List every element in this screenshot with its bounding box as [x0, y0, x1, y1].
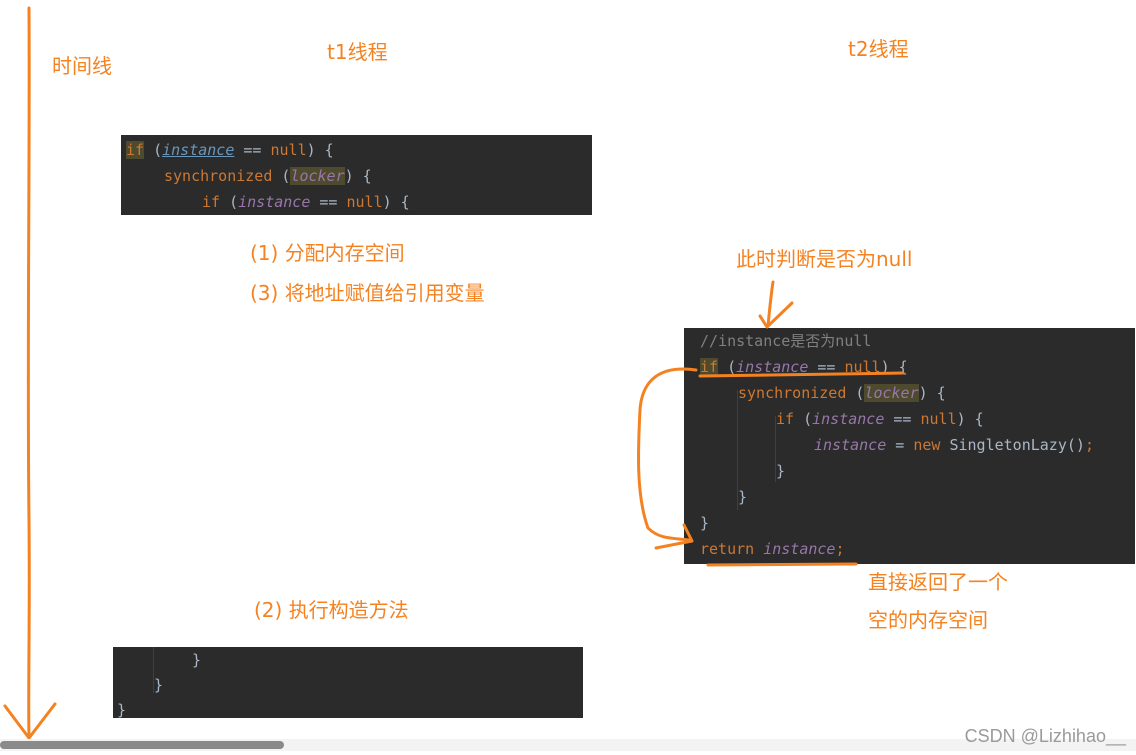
timeline-arrow	[26, 6, 31, 740]
judge-label: 此时判断是否为null	[736, 247, 913, 271]
instance-assign-target: instance	[814, 436, 887, 454]
paren: (	[229, 193, 239, 211]
instance-field-inner: instance	[812, 410, 885, 428]
class-name: SingletonLazy	[949, 436, 1067, 454]
if-keyword-inner: if	[202, 193, 221, 211]
judge-arrow	[766, 280, 775, 328]
close-brace: ) {	[880, 358, 908, 376]
instance-field: instance	[162, 141, 235, 159]
null-keyword: null	[844, 358, 881, 376]
null-keyword-inner: null	[920, 410, 957, 428]
instance-field: instance	[736, 358, 809, 376]
t1-code-block-top: if (instance == null) { synchronized (lo…	[121, 135, 592, 215]
null-keyword-inner: null	[346, 193, 383, 211]
closing-brace-sync: }	[154, 676, 164, 694]
eq-op: ==	[234, 141, 271, 159]
locker-field: locker	[290, 167, 345, 185]
eq-op: ==	[310, 193, 347, 211]
step2-label: (2) 执行构造方法	[254, 598, 409, 622]
synchronized-keyword: synchronized	[164, 167, 273, 185]
comment-line: //instance是否为null	[700, 332, 872, 350]
close-brace: ) {	[306, 141, 334, 159]
paren: (	[855, 384, 865, 402]
step3-label: (3) 将地址赋值给引用变量	[250, 281, 485, 305]
closing-brace-sync: }	[738, 488, 748, 506]
return-bracket	[636, 367, 698, 542]
new-keyword: new	[913, 436, 941, 454]
paren: (	[727, 358, 737, 376]
horizontal-scrollbar-thumb[interactable]	[0, 741, 284, 749]
closing-brace-if: }	[117, 701, 127, 718]
closing-brace-if: }	[700, 514, 710, 532]
semicolon: ;	[835, 540, 845, 558]
if-keyword: if	[700, 358, 719, 376]
t2-code-block: //instance是否为null if (instance == null) …	[684, 328, 1135, 564]
step1-label: (1) 分配内存空间	[250, 241, 405, 265]
t1-thread-label: t1线程	[327, 40, 388, 64]
watermark: CSDN @Lizhihao__	[964, 726, 1126, 746]
return-bracket-arrowhead	[654, 523, 694, 550]
call-parens: ()	[1066, 436, 1085, 454]
return-keyword: return	[700, 540, 755, 558]
horizontal-scroll-track[interactable]	[0, 739, 1136, 751]
eq-op: ==	[808, 358, 845, 376]
closing-brace-inner: }	[776, 462, 786, 480]
t2-thread-label: t2线程	[848, 37, 909, 61]
paren: (	[281, 167, 291, 185]
close-brace: ) {	[344, 167, 372, 185]
close-brace: ) {	[382, 193, 410, 211]
if-keyword: if	[126, 141, 145, 159]
t1-code-block-bottom: } } }	[113, 647, 583, 718]
return-label-line1: 直接返回了一个	[868, 570, 1008, 594]
paren: (	[803, 410, 813, 428]
if-keyword-inner: if	[776, 410, 795, 428]
timeline-label: 时间线	[52, 54, 112, 78]
synchronized-keyword: synchronized	[738, 384, 847, 402]
return-label-line2: 空的内存空间	[868, 608, 988, 632]
close-brace: ) {	[918, 384, 946, 402]
judge-arrowhead	[758, 301, 794, 329]
locker-field: locker	[864, 384, 919, 402]
return-underline	[706, 562, 858, 567]
timeline-arrowhead	[3, 702, 57, 740]
instance-field-inner: instance	[238, 193, 311, 211]
assign-op: =	[886, 436, 914, 454]
if-underline	[698, 371, 905, 378]
close-brace: ) {	[956, 410, 984, 428]
return-instance: instance	[763, 540, 836, 558]
closing-brace-inner: }	[192, 651, 202, 669]
null-keyword: null	[270, 141, 307, 159]
eq-op: ==	[884, 410, 921, 428]
semicolon: ;	[1084, 436, 1094, 454]
paren: (	[153, 141, 163, 159]
